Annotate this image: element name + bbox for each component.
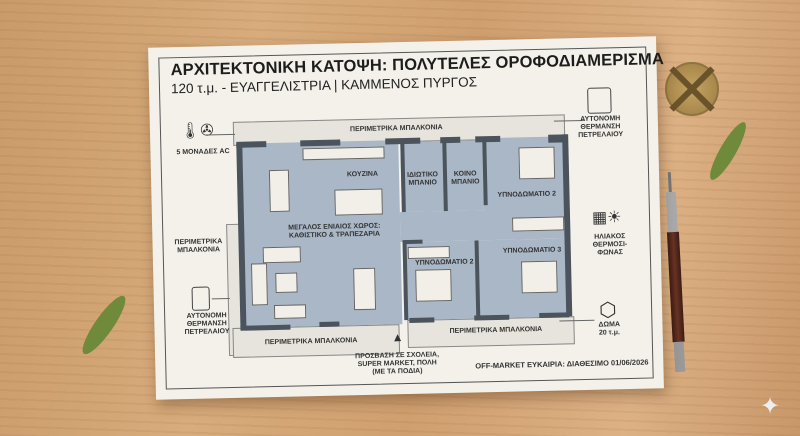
box-icon: ⬡ [598,299,617,322]
callout-heating-left: ΑΥΤΟΝΟΜΗ ΘΕΡΜΑΝΣΗ ΠΕΤΡΕΛΑΙΟΥ [184,312,230,337]
callout-solar: ΗΛΙΑΚΟΣ ΘΕΡΜΟΣΙ- ΦΩΝΑΣ [592,233,628,257]
kitchen-island [334,188,383,216]
bed-top [518,146,556,180]
kitchen-counter [302,146,385,161]
wall [319,321,340,327]
wall [402,239,423,245]
floor-plan-sheet: ΑΡΧΙΤΕΚΤΟΝΙΚΗ ΚΑΤΟΨΗ: ΠΟΛΥΤΕΛΕΣ ΟΡΟΦΟΔΙΑ… [148,36,664,400]
wall [539,312,570,319]
wall [475,135,501,143]
sparkle-icon: ✦ [760,393,781,420]
fuel-tank-icon [191,286,211,311]
compass-rose-icon [665,62,719,116]
callout-heating-right: ΑΥΤΟΝΟΜΗ ΘΕΡΜΑΝΣΗ ΠΕΤΡΕΛΑΙΟΥ [578,115,624,140]
sofa [262,246,301,264]
callout-ac: 5 ΜΟΝΑΔΕΣ AC [176,147,230,157]
dining-table [353,267,377,311]
dining-table-top [268,169,290,213]
bed-3 [521,260,558,294]
room-label-bedroom-top: ΥΠΝΟΔΩΜΑΤΙΟ 2 [497,190,557,199]
wall [236,141,267,148]
balcony-left-label: ΠΕΡΙΜΕΤΡΙΚΑ ΜΠΑΛΚΟΝΙΑ [174,238,223,255]
room-label-bedroom-2: ΥΠΝΟΔΩΜΑΤΙΟ 2 [414,258,474,267]
solar-panel-icon: ▦☀ [591,209,622,227]
room-label-kitchen: ΚΟΥΖΙΝΑ [346,170,379,179]
callout-storage: ΔΩΜΑ 20 τ.μ. [598,321,621,337]
sofa-side [250,263,268,306]
wall [300,139,341,147]
callout-access: ΠΡΟΣΒΑΣΗ ΣΕ ΣΧΟΛΕΙΑ, SUPER MARKET, ΠΟΛΗ … [355,351,440,376]
boiler-icon [587,87,612,114]
wardrobe [407,246,450,259]
sofa-bottom [273,304,307,320]
room-label-living: ΜΕΓΑΛΟΣ ΕΝΙΑΙΟΣ ΧΩΡΟΣ: ΚΑΘΙΣΤΙΚΟ & ΤΡΑΠΕ… [288,222,381,240]
room-label-private-bath: ΙΔΙΩΤΙΚΟ ΜΠΑΝΙΟ [406,171,439,187]
room-label-common-bath: ΚΟΙΝΟ ΜΠΑΝΙΟ [451,170,480,187]
entrance-arrow-icon: ▲ [391,330,404,345]
thermometer-fan-icon: 🌡✇ [179,122,214,141]
wall [409,317,435,323]
wardrobe [512,216,565,232]
room-label-bedroom-3: ΥΠΝΟΔΩΜΑΤΙΟ 3 [502,246,562,255]
bed-2 [415,268,452,302]
coffee-table [275,272,298,293]
wall [474,314,510,321]
